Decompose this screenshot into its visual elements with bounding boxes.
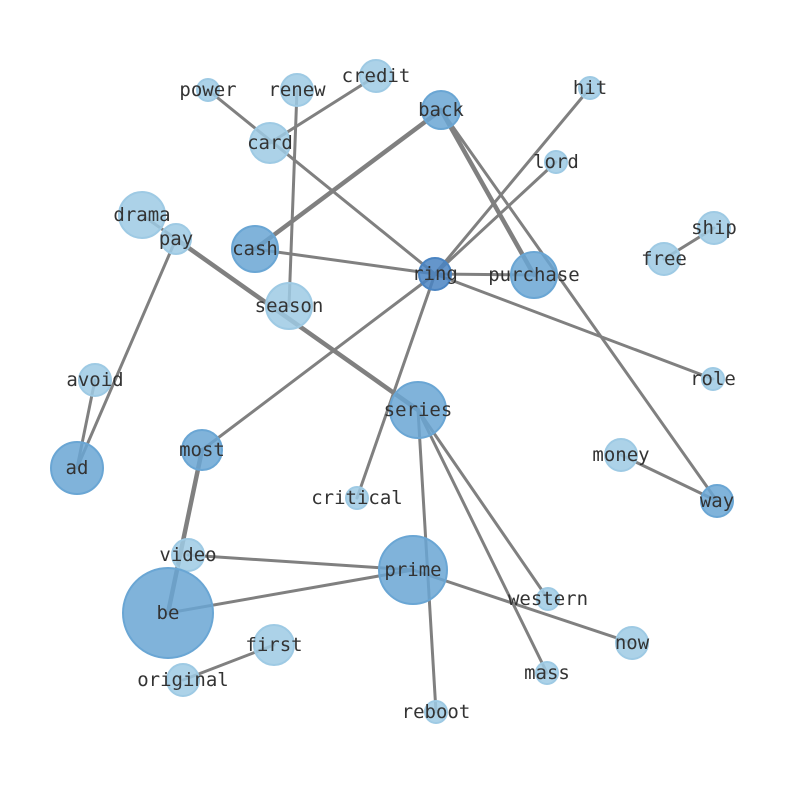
node-pay[interactable]	[160, 223, 192, 255]
node-label-drama: drama	[113, 204, 170, 226]
node-original[interactable]	[166, 663, 200, 697]
edge-money-way	[619, 453, 719, 503]
node-layer	[50, 59, 734, 724]
node-power[interactable]	[196, 78, 220, 102]
node-label-critical: critical	[311, 487, 403, 509]
node-role[interactable]	[701, 367, 725, 391]
node-be[interactable]	[122, 567, 214, 659]
node-label-video: video	[159, 544, 216, 566]
node-label-avoid: avoid	[66, 369, 123, 391]
node-label-ring: ring	[412, 263, 458, 285]
node-label-way: way	[700, 490, 734, 512]
node-avoid[interactable]	[78, 363, 112, 397]
edge-lord-ring	[433, 160, 558, 276]
edge-renew-season	[287, 88, 299, 308]
edge-power-ring	[206, 88, 437, 276]
node-label-back: back	[418, 99, 464, 121]
node-label-ad: ad	[66, 457, 89, 479]
node-label-hit: hit	[573, 77, 607, 99]
node-label-lord: lord	[533, 151, 579, 173]
node-label-purchase: purchase	[488, 264, 580, 286]
node-label-power: power	[179, 79, 236, 101]
edge-back-cash	[252, 107, 444, 252]
edge-cash-ring	[253, 247, 437, 276]
node-label-original: original	[137, 669, 229, 691]
node-mass[interactable]	[535, 661, 559, 685]
node-credit[interactable]	[359, 59, 393, 93]
node-label-now: now	[615, 632, 650, 654]
node-way[interactable]	[700, 484, 734, 518]
node-free[interactable]	[647, 242, 681, 276]
node-label-most: most	[179, 439, 225, 461]
node-label-ship: ship	[691, 217, 737, 239]
node-ad[interactable]	[50, 441, 104, 495]
node-label-first: first	[245, 634, 302, 656]
edge-series-mass	[416, 408, 549, 675]
node-card[interactable]	[249, 122, 291, 164]
node-lord[interactable]	[544, 150, 568, 174]
node-most[interactable]	[181, 429, 223, 471]
node-label-western: western	[508, 588, 588, 610]
node-critical[interactable]	[345, 486, 369, 510]
node-season[interactable]	[265, 282, 313, 330]
edge-ring-role	[433, 272, 715, 381]
node-hit[interactable]	[578, 76, 602, 100]
node-label-prime: prime	[384, 559, 441, 581]
edge-back-way	[439, 108, 719, 503]
node-label-season: season	[255, 295, 324, 317]
node-label-series: series	[384, 399, 453, 421]
edge-back-purchase	[438, 107, 537, 278]
node-label-free: free	[641, 248, 687, 270]
node-money[interactable]	[604, 438, 638, 472]
edge-video-prime	[186, 553, 415, 572]
edge-ring-critical	[355, 272, 437, 500]
node-label-reboot: reboot	[402, 701, 471, 723]
node-western[interactable]	[536, 587, 560, 611]
node-series[interactable]	[389, 381, 447, 439]
node-back[interactable]	[421, 90, 461, 130]
node-label-card: card	[247, 132, 293, 154]
node-drama[interactable]	[118, 191, 166, 239]
node-ship[interactable]	[697, 211, 731, 245]
edge-series-western	[416, 408, 550, 601]
node-cash[interactable]	[231, 225, 279, 273]
node-label-credit: credit	[342, 65, 411, 87]
edge-pay-ad	[75, 237, 178, 470]
node-prime[interactable]	[378, 535, 448, 605]
node-now[interactable]	[615, 626, 649, 660]
edge-prime-now	[411, 568, 634, 645]
node-reboot[interactable]	[424, 700, 448, 724]
node-ring[interactable]	[418, 257, 452, 291]
node-label-renew: renew	[268, 79, 326, 101]
node-label-mass: mass	[524, 662, 570, 684]
edge-ring-most	[200, 272, 437, 452]
node-label-money: money	[592, 444, 649, 466]
node-purchase[interactable]	[510, 251, 558, 299]
edge-hit-ring	[433, 86, 592, 276]
node-label-be: be	[157, 602, 180, 624]
node-renew[interactable]	[280, 73, 314, 107]
node-first[interactable]	[253, 624, 295, 666]
node-label-cash: cash	[232, 238, 278, 260]
node-video[interactable]	[171, 538, 205, 572]
node-label-pay: pay	[159, 228, 193, 250]
node-label-role: role	[690, 368, 736, 390]
